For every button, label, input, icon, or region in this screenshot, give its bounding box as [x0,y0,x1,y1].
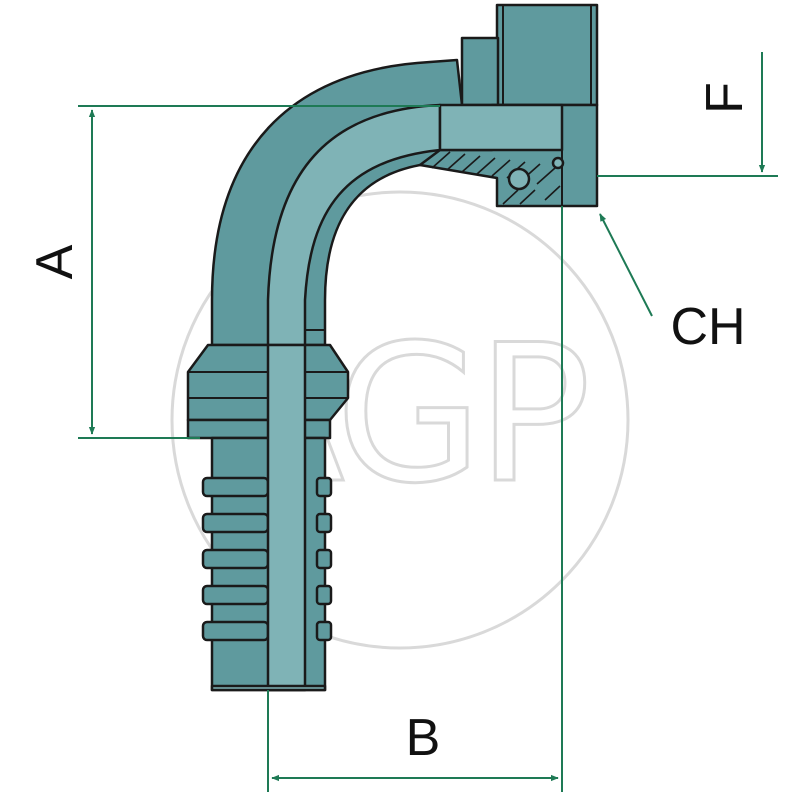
hose-fitting [186,3,599,692]
ferrule-neck [186,418,332,440]
watermark-circle [170,190,630,650]
o-ring-small [551,156,565,170]
swivel-nut-upper [495,3,599,107]
dim-ch-label: CH [670,298,745,356]
dim-f-label: F [696,82,754,114]
dim-b-label: B [406,709,441,767]
tail-bore [266,343,307,692]
o-ring [507,167,531,191]
sealing-face [438,103,564,152]
dim-a-label: A [26,244,84,279]
dimensions: A B F CH [26,52,778,792]
tail-end [210,684,327,692]
elbow-body [210,58,494,347]
nut-collar [460,36,500,107]
dim-ch-leader [599,213,653,317]
hatched-section [431,151,561,205]
